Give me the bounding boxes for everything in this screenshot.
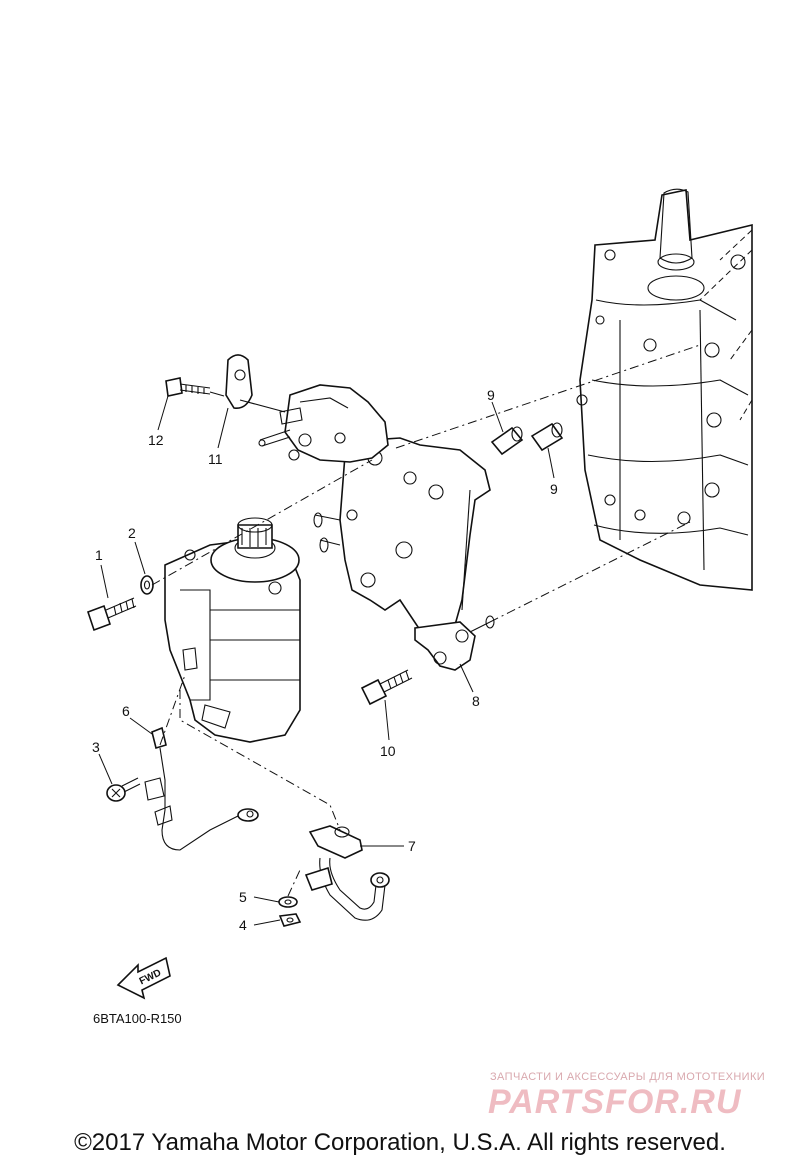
callout-7: 7	[408, 838, 416, 854]
assembly-lines	[151, 344, 701, 897]
callout-6: 6	[122, 703, 130, 719]
bolt-12	[165, 377, 225, 397]
copyright-notice: ©2017 Yamaha Motor Corporation, U.S.A. A…	[74, 1129, 726, 1156]
callout-11: 11	[208, 451, 223, 467]
bracket-11	[225, 354, 286, 413]
bracket-8	[414, 615, 495, 671]
washer-5	[278, 896, 298, 908]
callout-3: 3	[92, 739, 100, 755]
callout-12: 12	[148, 432, 164, 448]
callout-8: 8	[472, 693, 480, 709]
collar-9b	[530, 422, 564, 452]
lead-wire-7	[304, 825, 390, 921]
collar-9a	[490, 426, 524, 456]
washer-2	[140, 575, 154, 595]
diagram-code: 6BTA100-R150	[93, 1011, 182, 1026]
callout-4: 4	[239, 917, 247, 933]
bolt-10	[360, 669, 413, 706]
callout-9-lower: 9	[550, 481, 558, 497]
relay-assembly	[258, 384, 389, 463]
leader-lines	[98, 395, 555, 926]
nut-4	[278, 913, 302, 927]
bolt-1	[86, 597, 137, 632]
callout-5: 5	[239, 889, 247, 905]
watermark-logo: PARTSFOR.RU	[488, 1083, 742, 1121]
engine-block	[576, 188, 753, 591]
lead-wire-6	[144, 726, 259, 851]
callouts: 1 2 3 4 5 6 7 8 9 9 10 11 12	[92, 387, 558, 933]
callout-1: 1	[95, 547, 103, 563]
starter-motor	[164, 517, 301, 743]
callout-9-upper: 9	[487, 387, 495, 403]
callout-10: 10	[380, 743, 396, 759]
watermark-tagline: ЗАПЧАСТИ И АКСЕССУАРЫ ДЛЯ МОТОТЕХНИКИ	[490, 1071, 766, 1083]
fwd-arrow-icon: FWD	[116, 956, 171, 1000]
screw-3	[106, 777, 141, 802]
callout-2: 2	[128, 525, 136, 541]
electrical-bracket	[313, 437, 491, 641]
